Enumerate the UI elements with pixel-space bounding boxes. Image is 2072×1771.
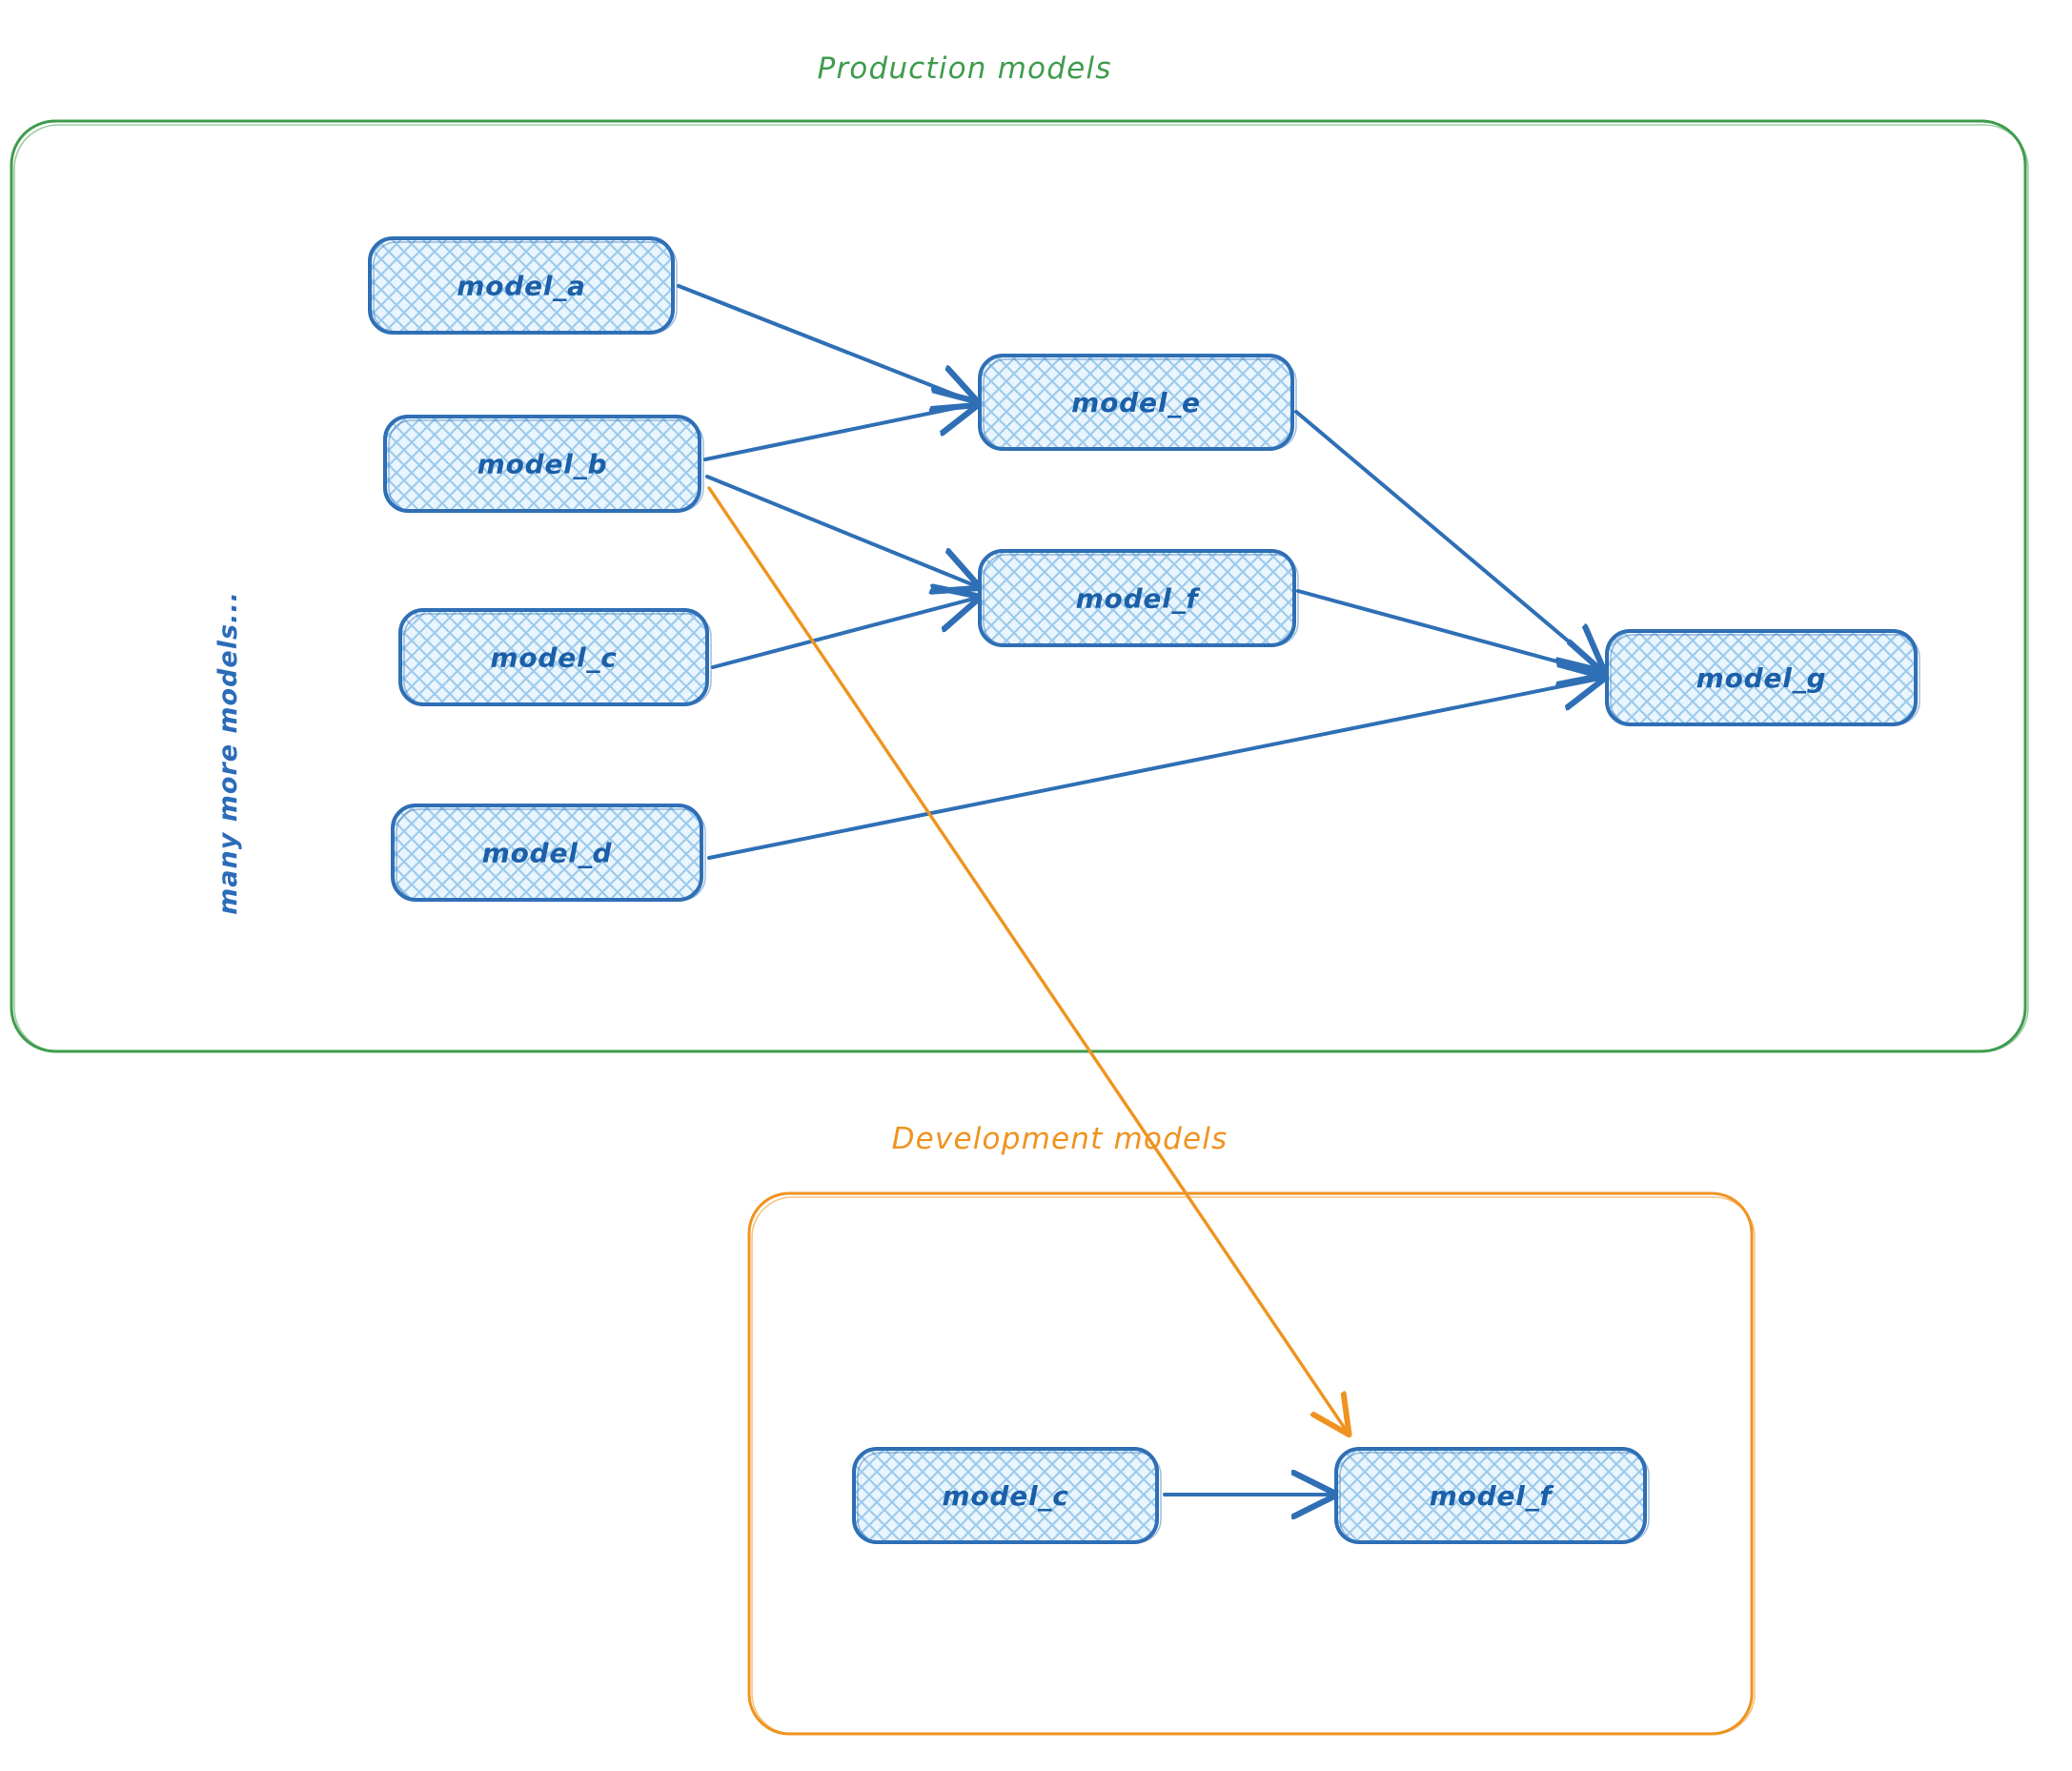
edge-prod-model-b-to-dev-model-f [707,486,1346,1430]
node-box-sketch [388,419,704,512]
edge-model-a-to-model-e [677,284,974,402]
node-label: model_g [1696,662,1827,694]
edges-layer [677,284,1599,1495]
node-box[interactable] [391,804,703,902]
node-box-sketch [857,1452,1162,1543]
node-box-sketch [983,358,1297,450]
node-box[interactable] [978,549,1296,647]
node-box-sketch [1339,1452,1650,1543]
node-box[interactable] [398,608,709,706]
edge-model-f-to-model-g [1296,589,1599,673]
node-label: model_b [477,449,608,480]
edge-model-b-to-model-e [703,404,974,461]
node-box[interactable] [368,236,675,335]
production-group-title: Production models [817,51,1111,86]
edge-model-e-to-model-g [1294,410,1599,667]
node-box-sketch [396,808,706,901]
edge-model-b-to-model-f [705,475,974,585]
edge-model-c-to-model-f [711,599,974,669]
many-more-models-note: many more models... [213,591,243,915]
node-prod-model-f[interactable]: model_f [978,549,1299,647]
node-box-sketch [983,554,1299,646]
development-group-title: Development models [892,1122,1229,1156]
nodes-layer: model_a model_b model_c model_d mode [368,236,1920,1544]
node-box[interactable] [852,1447,1159,1544]
node-label: model_c [490,642,617,674]
group-container-production: Production models [10,51,2029,1053]
node-prod-model-g[interactable]: model_g [1605,629,1920,726]
group-container-development: Development models [747,1122,1756,1736]
node-box[interactable] [383,415,701,513]
node-box-sketch [1610,634,1920,725]
node-box[interactable] [978,354,1294,451]
node-label: model_e [1071,387,1201,418]
node-prod-model-c[interactable]: model_c [398,608,712,706]
edge-model-d-to-model-g [707,679,1599,860]
node-label: model_c [942,1480,1068,1512]
node-dev-model-f[interactable]: model_f [1334,1447,1650,1544]
node-box-sketch [403,613,712,705]
development-group-border-sketch [751,1196,1756,1735]
production-group-border-sketch [13,124,2029,1052]
node-prod-model-d[interactable]: model_d [391,804,706,902]
node-label: model_a [457,271,586,302]
node-label: model_d [482,838,613,869]
node-label: model_f [1076,583,1202,615]
node-prod-model-a[interactable]: model_a [368,236,678,335]
node-label: model_f [1430,1480,1555,1512]
node-prod-model-e[interactable]: model_e [978,354,1297,451]
node-box[interactable] [1605,629,1918,726]
node-prod-model-b[interactable]: model_b [383,415,704,513]
node-box[interactable] [1334,1447,1647,1544]
node-box-sketch [373,241,678,334]
node-dev-model-c[interactable]: model_c [852,1447,1162,1544]
